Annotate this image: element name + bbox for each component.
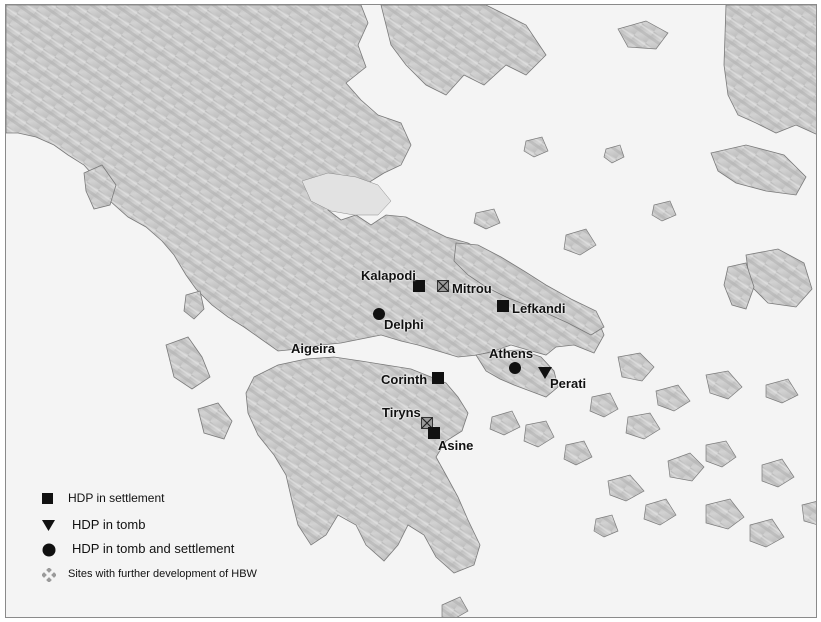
site-label-lefkandi: Lefkandi [512, 301, 566, 316]
triangle-marker-icon [42, 520, 55, 531]
chios-island [723, 262, 755, 310]
lefkada-island [183, 290, 205, 320]
circle-marker-icon [42, 543, 56, 557]
corfu-island [83, 164, 117, 210]
site-label-mitrou: Mitrou [452, 281, 492, 296]
site-marker-perati [538, 367, 552, 379]
site-label-asine: Asine [438, 438, 474, 453]
eastern-landmass [723, 5, 816, 135]
legend-label-further: Sites with further development of HBW [68, 568, 257, 580]
site-label-corinth: Corinth [381, 372, 428, 387]
peloponnese [245, 356, 481, 574]
map-frame: Kalapodi Mitrou Lefkandi Delphi Aigeira … [5, 4, 817, 618]
thessaly-plain [301, 172, 392, 216]
site-marker-shape [421, 417, 433, 429]
legend-label-tomb: HDP in tomb [72, 517, 146, 532]
cyclades-islands [441, 20, 816, 617]
site-marker-athens [509, 362, 521, 374]
site-marker-shape [413, 280, 425, 292]
site-label-perati: Perati [550, 376, 587, 391]
site-label-athens: Athens [489, 346, 534, 361]
legend-label-both: HDP in tomb and settlement [72, 541, 235, 556]
site-marker-shape [497, 300, 509, 312]
site-marker-asine [428, 427, 440, 439]
site-marker-kalapodi [413, 280, 425, 292]
diamond-cluster-icon [42, 568, 56, 582]
site-label-delphi: Delphi [384, 317, 424, 332]
site-marker-delphi [373, 308, 385, 320]
site-label-aigeira: Aigeira [291, 341, 336, 356]
site-label-tiryns: Tiryns [382, 405, 421, 420]
zakynthos-island [197, 402, 233, 440]
euboea-island [453, 242, 605, 336]
northern-peninsula [380, 5, 547, 96]
site-marker-mitrou [437, 280, 449, 292]
site-marker-shape [437, 280, 449, 292]
site-marker-tiryns [421, 417, 433, 429]
square-marker-icon [42, 493, 53, 504]
legend-label-settlement: HDP in settlement [68, 491, 165, 505]
site-marker-shape [538, 367, 552, 379]
site-marker-corinth [432, 372, 444, 384]
site-marker-shape [432, 372, 444, 384]
eastern-island [710, 144, 807, 196]
kefalonia-island [165, 336, 211, 390]
site-marker-lefkandi [497, 300, 509, 312]
site-marker-shape [509, 362, 521, 374]
site-label-kalapodi: Kalapodi [361, 268, 416, 283]
site-marker-shape [373, 308, 385, 320]
site-marker-shape [428, 427, 440, 439]
